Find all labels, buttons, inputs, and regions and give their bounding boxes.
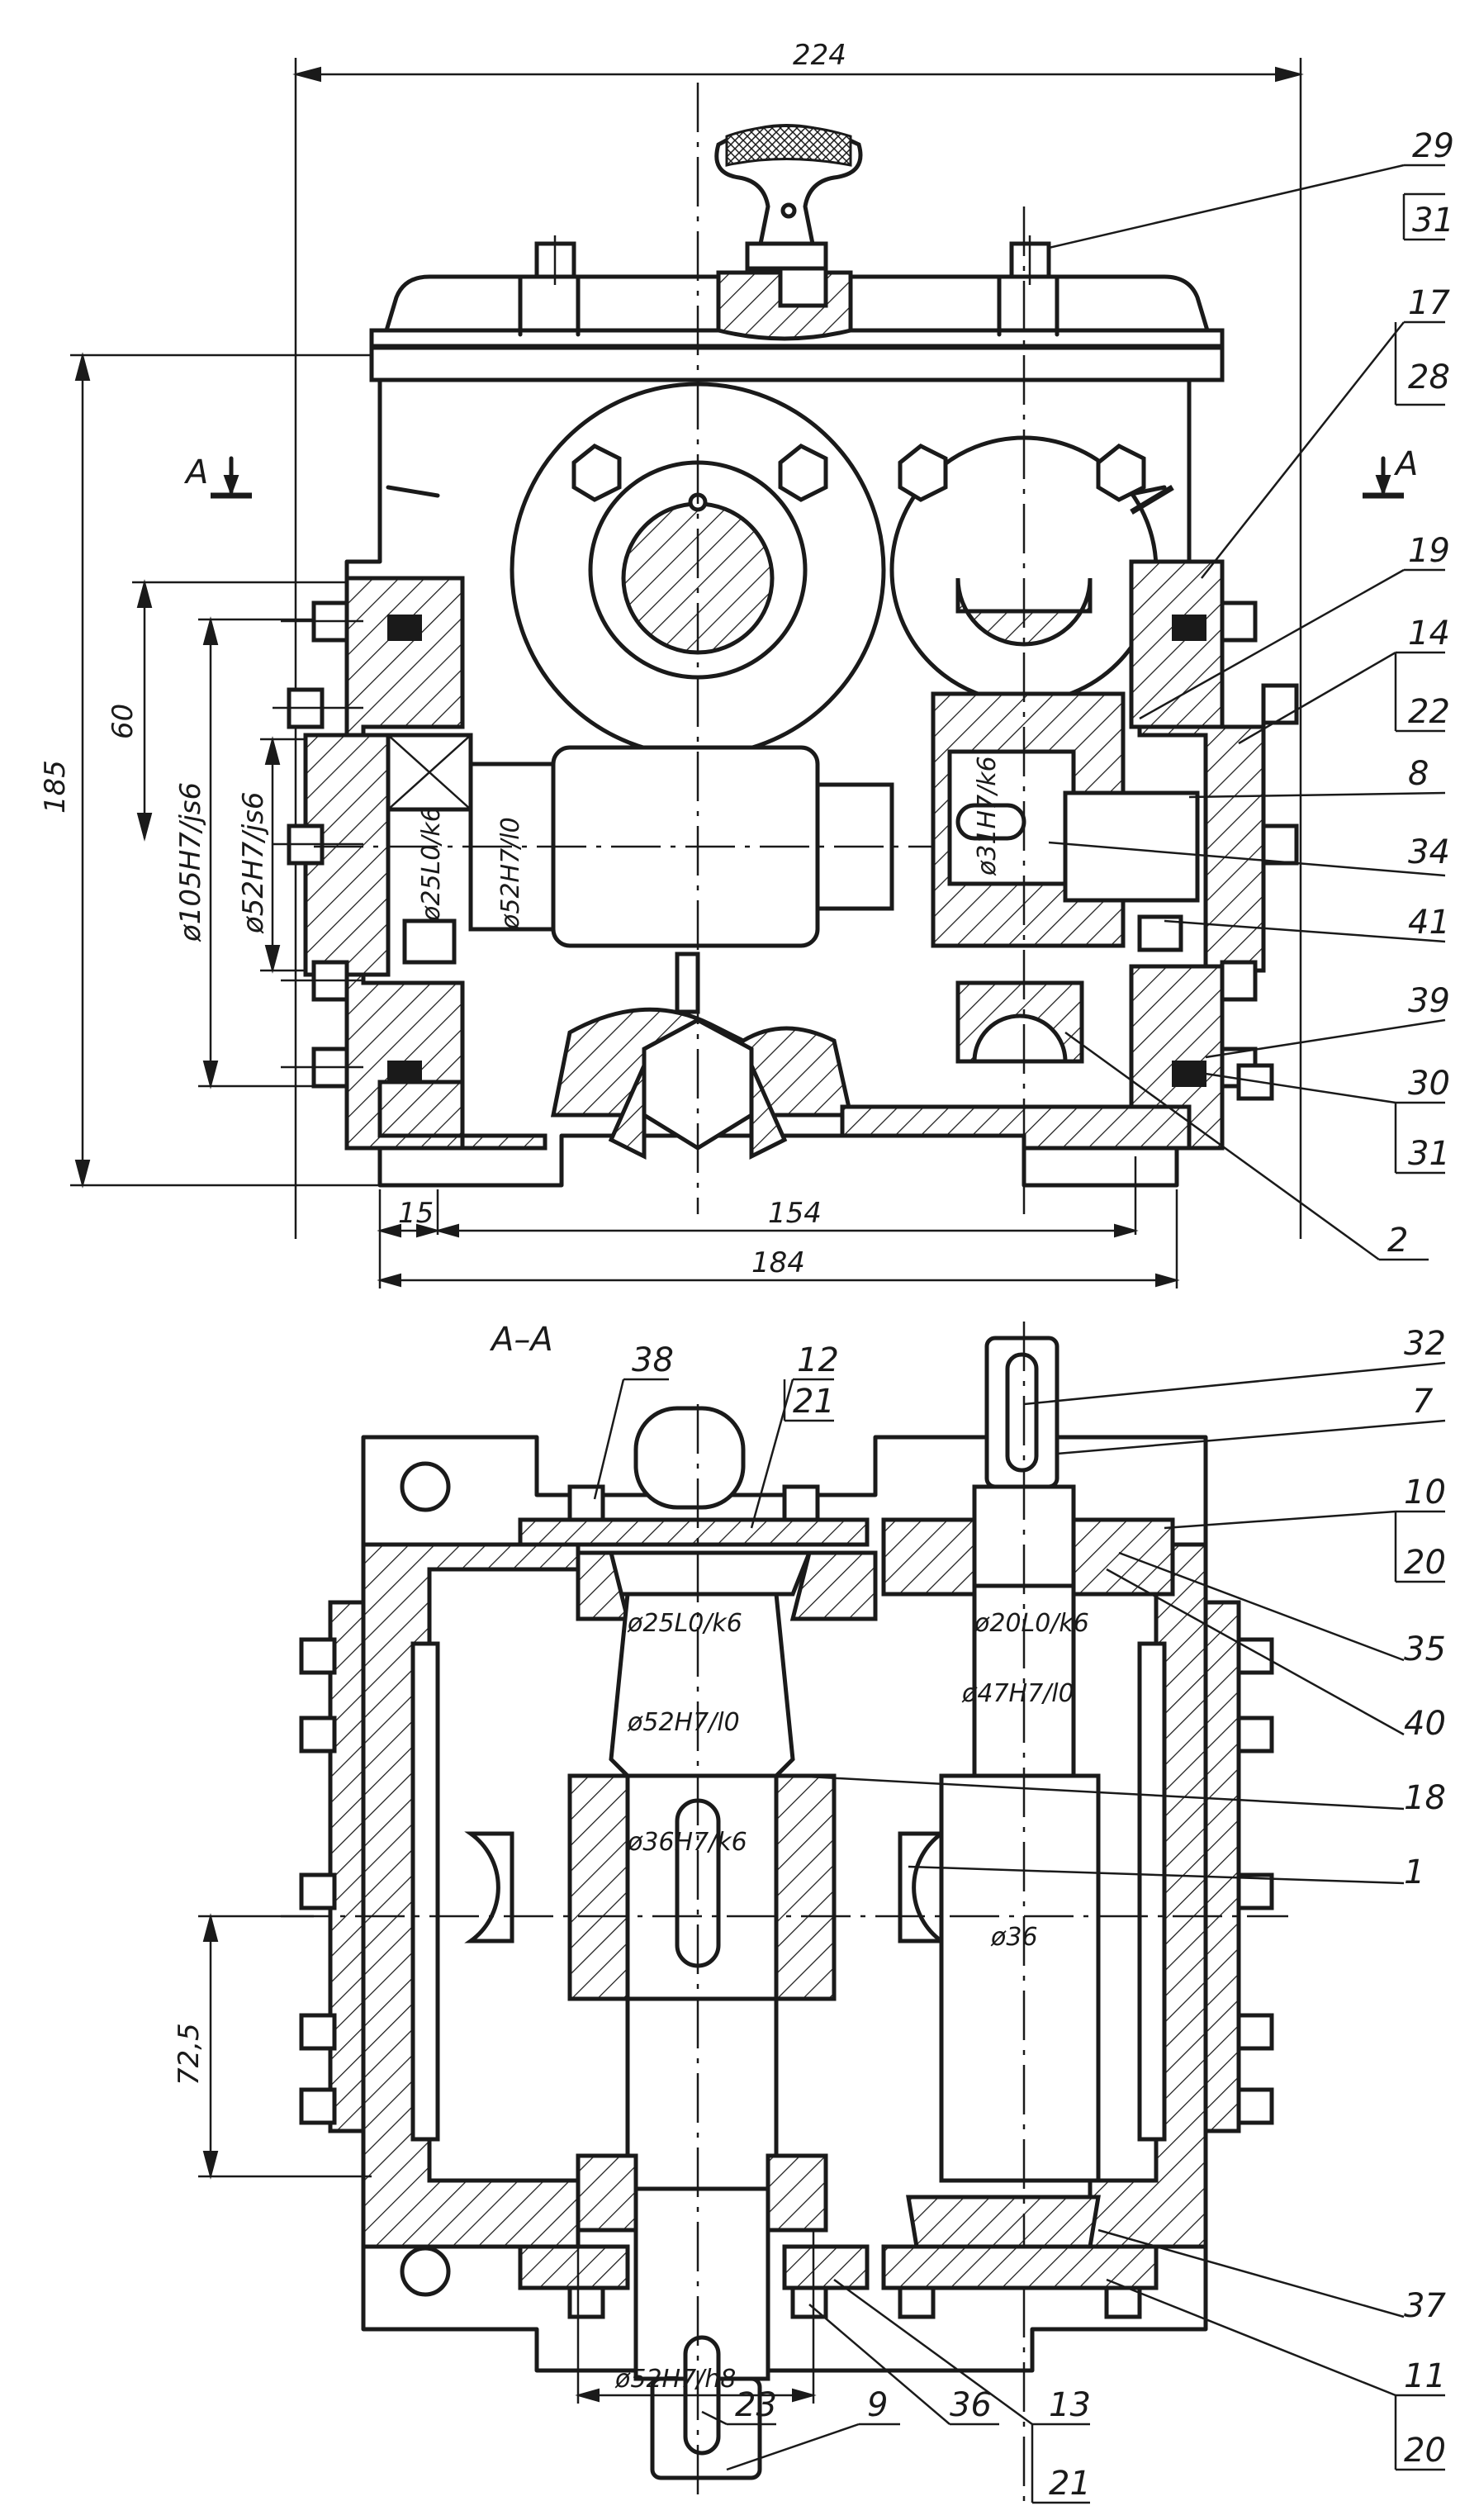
dimension-bore-inner: ø52H7/js6 <box>237 736 363 974</box>
left-bolts <box>273 600 363 1089</box>
callout-2: 2 <box>1387 1222 1408 1260</box>
callout-32: 32 <box>1404 1325 1446 1363</box>
callout-18: 18 <box>1404 1779 1446 1817</box>
fit-31-label: ø31H7/k6 <box>973 756 1002 876</box>
callout-28: 28 <box>1408 358 1450 396</box>
left-bearing-cap <box>303 576 473 1151</box>
dimension-52h8: ø52H7/h8 <box>575 2230 817 2404</box>
callout-12: 12 <box>797 1341 839 1379</box>
section-title: A–A <box>489 1321 553 1359</box>
drain-plug <box>550 1007 854 1160</box>
left-top-cap <box>518 1406 878 1621</box>
fit-20-section: ø20L0/k6 <box>974 1609 1089 1638</box>
dimension-185: 185 <box>39 352 380 1189</box>
dimension-185-label: 185 <box>39 760 72 814</box>
callout-20-top: 20 <box>1404 1544 1446 1582</box>
fit-47-section: ø47H7/l0 <box>961 1679 1074 1708</box>
cover-bolt-right <box>1009 235 1051 285</box>
section-mark-left: A <box>183 453 252 499</box>
dimension-60: 60 <box>107 579 462 842</box>
dimension-bore-outer: ø105H7/js6 <box>174 616 347 1089</box>
dimension-224-label: 224 <box>793 39 846 72</box>
dimension-224: 224 <box>292 39 1304 1239</box>
callout-8: 8 <box>1408 755 1429 793</box>
callout-21-top: 21 <box>793 1383 835 1421</box>
callout-29: 29 <box>1412 127 1454 165</box>
callout-38: 38 <box>632 1341 674 1379</box>
callout-37: 37 <box>1404 2287 1446 2325</box>
callout-13: 13 <box>1049 2386 1091 2424</box>
callout-30: 30 <box>1408 1065 1450 1103</box>
callout-40: 40 <box>1404 1705 1446 1743</box>
cover-bolt-left <box>534 235 576 285</box>
dimension-bore-outer-label: ø105H7/js6 <box>174 782 207 942</box>
section-mark-right: A <box>1363 445 1418 499</box>
callout-36: 36 <box>950 2386 992 2424</box>
callout-7: 7 <box>1412 1383 1434 1421</box>
section-view: A–A <box>173 1321 1446 2504</box>
callout-19: 19 <box>1408 532 1450 570</box>
dimension-72-5: 72,5 <box>173 1913 372 2180</box>
callout-1: 1 <box>1404 1853 1424 1891</box>
housing-base <box>377 1080 1192 1185</box>
top-view: 224 185 60 ø105H7/js6 <box>39 39 1454 1288</box>
callout-31-bottom: 31 <box>1408 1135 1450 1173</box>
callouts-section: 38 12 21 32 7 10 20 35 40 18 1 <box>593 1325 1446 2504</box>
worm-shaft <box>314 745 1255 1014</box>
right-shaft <box>881 1322 1175 2503</box>
dimension-15-label: 15 <box>398 1197 434 1230</box>
dimension-184-label: 184 <box>751 1246 805 1279</box>
callout-20-bottom: 20 <box>1404 2432 1446 2470</box>
callout-21-bottom: 21 <box>1049 2465 1091 2503</box>
callout-9: 9 <box>867 2386 888 2424</box>
section-mark-left-letter: A <box>183 453 208 491</box>
dimension-base: 15 154 184 <box>377 1156 1180 1288</box>
callout-31-top: 31 <box>1412 202 1454 240</box>
callout-34: 34 <box>1408 833 1450 871</box>
callouts-top: 29 31 17 28 19 14 22 8 34 41 39 <box>1048 127 1454 1261</box>
callout-41: 41 <box>1408 904 1450 942</box>
fit-25-label: ø25L0/k6 <box>417 806 446 922</box>
fit-25-section: ø25L0/k6 <box>627 1609 742 1638</box>
callout-10: 10 <box>1404 1474 1446 1512</box>
callout-23: 23 <box>735 2386 777 2424</box>
fit-52h8-label: ø52H7/h8 <box>614 2365 736 2394</box>
left-shaft <box>464 1404 948 2503</box>
callout-22: 22 <box>1408 693 1450 731</box>
callout-11: 11 <box>1404 2357 1446 2395</box>
dimension-bore-inner-label: ø52H7/js6 <box>237 791 270 934</box>
callout-14: 14 <box>1408 615 1450 653</box>
fit-36-section: ø36H7/k6 <box>627 1828 747 1857</box>
callout-17: 17 <box>1408 284 1450 322</box>
housing-cover <box>369 266 1225 382</box>
callout-39: 39 <box>1408 982 1450 1020</box>
bottom-cap <box>518 2244 1159 2319</box>
dimension-154-label: 154 <box>768 1197 822 1230</box>
fit-52-label: ø52H7/l0 <box>496 817 525 930</box>
callout-35: 35 <box>1404 1630 1446 1668</box>
dimension-60-label: 60 <box>107 704 140 739</box>
fit-52-section: ø52H7/l0 <box>627 1708 740 1737</box>
dimension-72-5-label: 72,5 <box>173 2023 206 2086</box>
section-mark-right-letter: A <box>1393 445 1418 483</box>
shaft-36-section: ø36 <box>990 1923 1038 1952</box>
knob <box>714 124 863 271</box>
